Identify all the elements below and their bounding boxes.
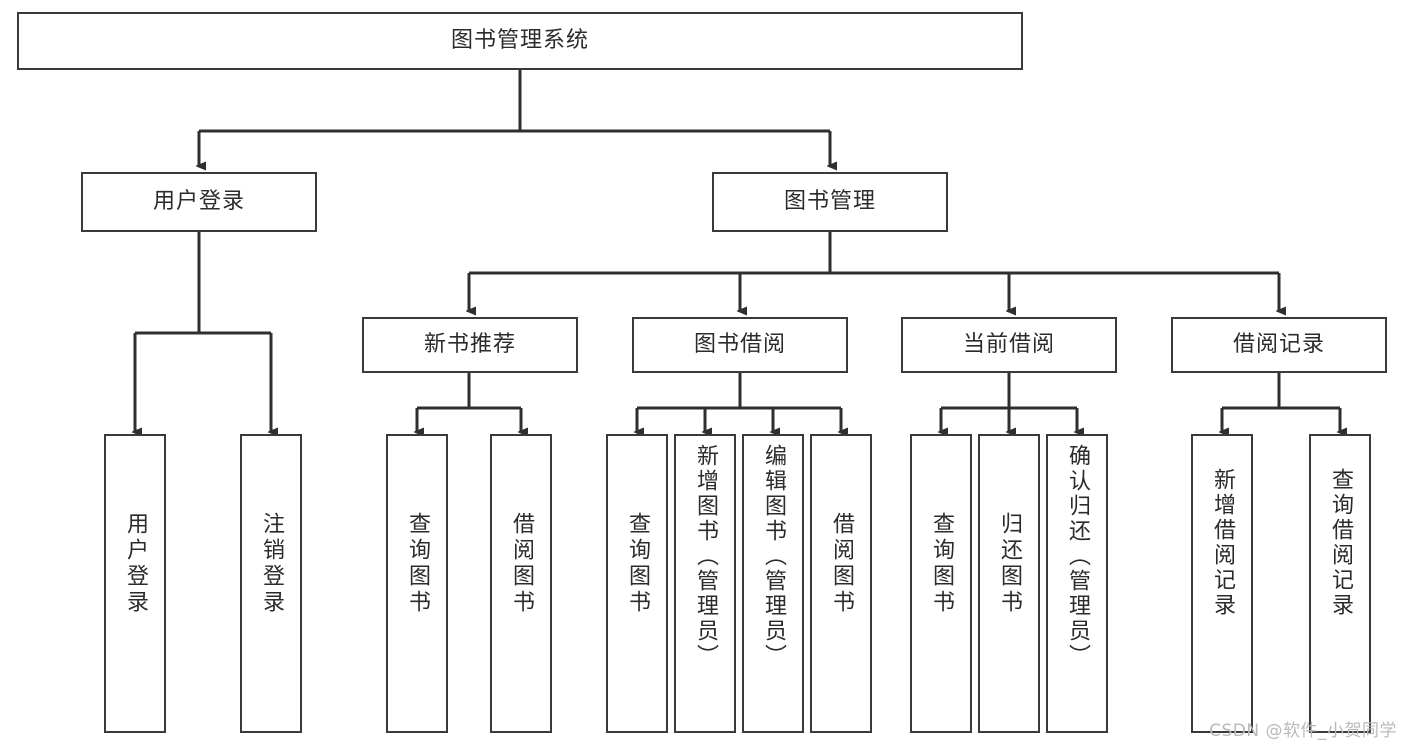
node-current-borrow-label: 当前借阅: [962, 331, 1055, 357]
node-root-label: 图书管理系统: [450, 27, 589, 53]
csdn-watermark: CSDN @软件_小贺同学: [1209, 721, 1397, 741]
node-leaf-query-record[interactable]: 查询借阅记录: [1309, 434, 1371, 733]
node-leaf-confirm-return-label: 确认归还（管理员）: [1065, 444, 1090, 669]
node-leaf-borrow-book-2-label: 借阅图书: [829, 512, 854, 616]
node-leaf-borrow-book-1[interactable]: 借阅图书: [490, 434, 552, 733]
node-new-book-recommend-label: 新书推荐: [423, 331, 516, 357]
node-leaf-borrow-book-2[interactable]: 借阅图书: [810, 434, 872, 733]
node-leaf-query-book-3-label: 查询图书: [929, 512, 954, 616]
node-leaf-logout-login-label: 注销登录: [259, 512, 284, 616]
node-book-management[interactable]: 图书管理: [712, 172, 948, 232]
node-new-book-recommend[interactable]: 新书推荐: [362, 317, 578, 373]
node-leaf-add-book[interactable]: 新增图书（管理员）: [674, 434, 736, 733]
node-leaf-query-book-3[interactable]: 查询图书: [910, 434, 972, 733]
node-borrow-record[interactable]: 借阅记录: [1171, 317, 1387, 373]
node-user-login[interactable]: 用户登录: [81, 172, 317, 232]
node-root[interactable]: 图书管理系统: [17, 12, 1023, 70]
node-leaf-return-book[interactable]: 归还图书: [978, 434, 1040, 733]
node-book-management-label: 图书管理: [783, 188, 876, 214]
node-leaf-add-record[interactable]: 新增借阅记录: [1191, 434, 1253, 733]
node-leaf-edit-book-label: 编辑图书（管理员）: [761, 444, 786, 669]
node-book-borrow[interactable]: 图书借阅: [632, 317, 848, 373]
node-leaf-query-book-2[interactable]: 查询图书: [606, 434, 668, 733]
node-leaf-borrow-book-1-label: 借阅图书: [509, 512, 534, 616]
node-leaf-logout-login[interactable]: 注销登录: [240, 434, 302, 733]
node-leaf-query-book-1[interactable]: 查询图书: [386, 434, 448, 733]
node-leaf-user-login-label: 用户登录: [123, 512, 148, 616]
node-leaf-user-login[interactable]: 用户登录: [104, 434, 166, 733]
node-leaf-query-book-2-label: 查询图书: [625, 512, 650, 616]
node-current-borrow[interactable]: 当前借阅: [901, 317, 1117, 373]
node-book-borrow-label: 图书借阅: [693, 331, 786, 357]
node-leaf-return-book-label: 归还图书: [997, 512, 1022, 616]
node-leaf-query-book-1-label: 查询图书: [405, 512, 430, 616]
node-leaf-add-record-label: 新增借阅记录: [1210, 468, 1235, 618]
node-leaf-query-record-label: 查询借阅记录: [1328, 468, 1353, 618]
node-user-login-label: 用户登录: [152, 188, 245, 214]
node-leaf-add-book-label: 新增图书（管理员）: [693, 444, 718, 669]
node-leaf-confirm-return[interactable]: 确认归还（管理员）: [1046, 434, 1108, 733]
node-leaf-edit-book[interactable]: 编辑图书（管理员）: [742, 434, 804, 733]
node-borrow-record-label: 借阅记录: [1232, 331, 1325, 357]
